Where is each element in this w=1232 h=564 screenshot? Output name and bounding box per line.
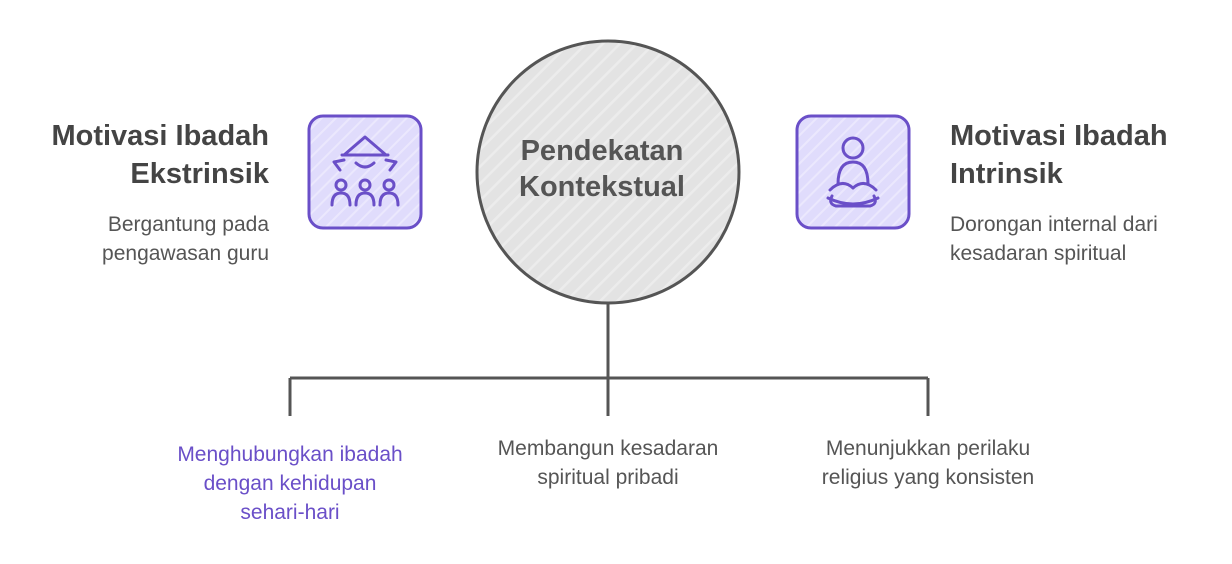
branch-label-1: Menghubungkan ibadah dengan kehidupan se… — [177, 443, 403, 524]
meditating-person-icon — [795, 114, 911, 230]
right-description: Dorongan internal dari kesadaran spiritu… — [950, 213, 1158, 265]
branch-label-3: Menunjukkan perilaku religius yang konsi… — [821, 437, 1035, 489]
branch-label-2: Membangun kesadaran spiritual pribadi — [497, 437, 719, 489]
center-circle — [475, 39, 741, 305]
connector-lines — [288, 302, 930, 416]
left-description: Bergantung pada pengawasan guru — [102, 213, 269, 265]
left-title: Motivasi Ibadah Ekstrinsik — [51, 120, 269, 190]
teacher-supervising-students-icon — [307, 114, 423, 230]
right-title: Motivasi Ibadah Intrinsik — [950, 120, 1168, 190]
